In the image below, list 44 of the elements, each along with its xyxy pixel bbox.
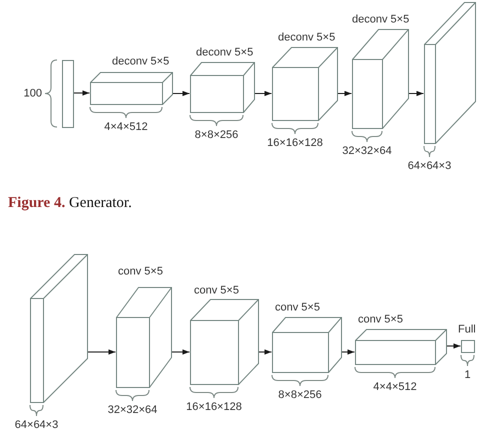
dimension-label: 16×16×128 xyxy=(186,401,242,414)
layer-label: Full xyxy=(458,324,476,336)
arrow xyxy=(87,349,116,355)
dimension-label: 100 xyxy=(24,87,42,100)
feature-map-cuboid xyxy=(90,72,172,104)
dimension-label: 4×4×512 xyxy=(104,121,148,134)
dimension-label: 1 xyxy=(464,369,471,382)
arrow xyxy=(337,90,352,96)
feature-map-cuboid xyxy=(190,298,258,384)
layer-label: deconv 5×5 xyxy=(112,56,170,68)
dimension-label: 16×16×128 xyxy=(267,137,323,150)
arrow xyxy=(254,90,272,96)
feature-map-cuboid xyxy=(272,316,342,372)
layer-label: deconv 5×5 xyxy=(196,46,254,60)
dimension-label: 8×8×256 xyxy=(194,129,238,142)
image-slab xyxy=(424,2,476,144)
arrow xyxy=(172,90,190,96)
arrow xyxy=(408,90,424,96)
layer-label: deconv 5×5 xyxy=(352,14,410,26)
arrow xyxy=(446,343,461,349)
dimension-label: 64×64×3 xyxy=(408,160,452,173)
layer-label: conv 5×5 xyxy=(358,314,403,326)
dimension-label: 8×8×256 xyxy=(278,389,322,402)
layer-label: deconv 5×5 xyxy=(278,32,336,44)
dimension-label: 32×32×64 xyxy=(108,404,158,417)
feature-map-cuboid xyxy=(354,328,446,364)
feature-map-cuboid xyxy=(190,62,254,112)
arrow xyxy=(73,90,90,96)
layer-label: conv 5×5 xyxy=(194,284,239,298)
layer-label: conv 5×5 xyxy=(118,266,163,278)
dimension-label: 32×32×64 xyxy=(342,145,392,158)
output-square xyxy=(460,340,474,352)
image-slab xyxy=(30,254,88,402)
arrow xyxy=(341,349,355,355)
dimension-label: 4×4×512 xyxy=(373,381,417,394)
feature-map-cuboid xyxy=(116,286,172,388)
input-vector-bar xyxy=(62,60,74,128)
feature-map-cuboid xyxy=(272,46,338,120)
arrow xyxy=(171,349,190,355)
arrow xyxy=(258,349,272,355)
figure-caption: Figure 4. Generator. xyxy=(8,194,132,212)
feature-map-cuboid xyxy=(352,28,408,128)
dimension-label: 64×64×3 xyxy=(14,419,58,432)
layer-label: conv 5×5 xyxy=(275,302,320,314)
